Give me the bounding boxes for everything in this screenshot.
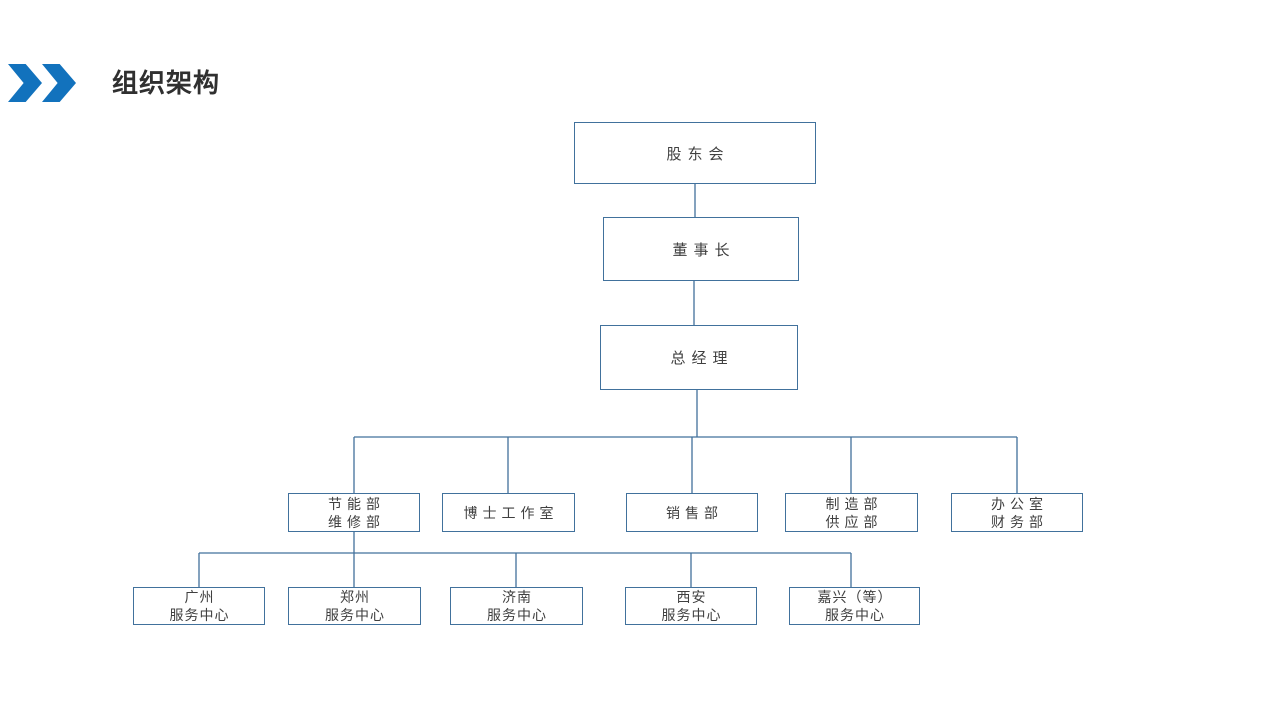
org-node-label: 维修部 [328,513,385,530]
page-title: 组织架构 [112,68,221,98]
double-chevron-icon [8,64,76,102]
org-node-label: 服务中心 [825,607,885,623]
org-node-label: 节能部 [328,495,385,512]
org-node-manufacturing-supply-dept: 制造部 供应部 [785,493,918,532]
org-node-general-manager: 总经理 [600,325,798,390]
org-node-label: 销售部 [666,504,723,521]
org-node-label: 服务中心 [487,607,547,623]
org-node-label: 总经理 [670,350,734,367]
org-node-label: 股东会 [666,145,730,163]
org-node-label: 济南 [502,589,532,605]
org-node-label: 服务中心 [325,607,385,623]
org-node-label: 西安 [676,589,707,605]
org-node-label: 制造部 [825,495,883,512]
chevron-right-icon [8,64,42,102]
chevron-right-icon [42,64,76,102]
org-node-label: 财务部 [991,513,1048,530]
org-node-label: 广州 [184,589,215,605]
org-node-label: 嘉兴（等） [817,589,893,605]
org-node-label: 办公室 [991,495,1048,512]
org-node-jinan-service-center: 济南 服务中心 [450,587,583,625]
org-node-label: 董事长 [672,241,736,259]
org-node-shareholders: 股东会 [574,122,816,184]
org-node-label: 郑州 [340,589,370,605]
org-node-label: 供应部 [825,513,883,530]
slide-header: 组织架构 [0,0,1280,110]
org-node-chairman: 董事长 [603,217,799,281]
org-node-energy-maintenance-dept: 节能部 维修部 [288,493,420,532]
org-node-office-finance-dept: 办公室 财务部 [951,493,1083,532]
org-node-phd-studio: 博士工作室 [442,493,575,532]
org-node-guangzhou-service-center: 广州 服务中心 [133,587,265,625]
org-node-label: 服务中心 [169,607,230,623]
org-node-xian-service-center: 西安 服务中心 [625,587,757,625]
org-node-label: 博士工作室 [463,504,559,521]
org-node-label: 服务中心 [661,607,722,623]
org-node-sales-dept: 销售部 [626,493,758,532]
org-node-jiaxing-service-center: 嘉兴（等） 服务中心 [789,587,920,625]
org-node-zhengzhou-service-center: 郑州 服务中心 [288,587,421,625]
